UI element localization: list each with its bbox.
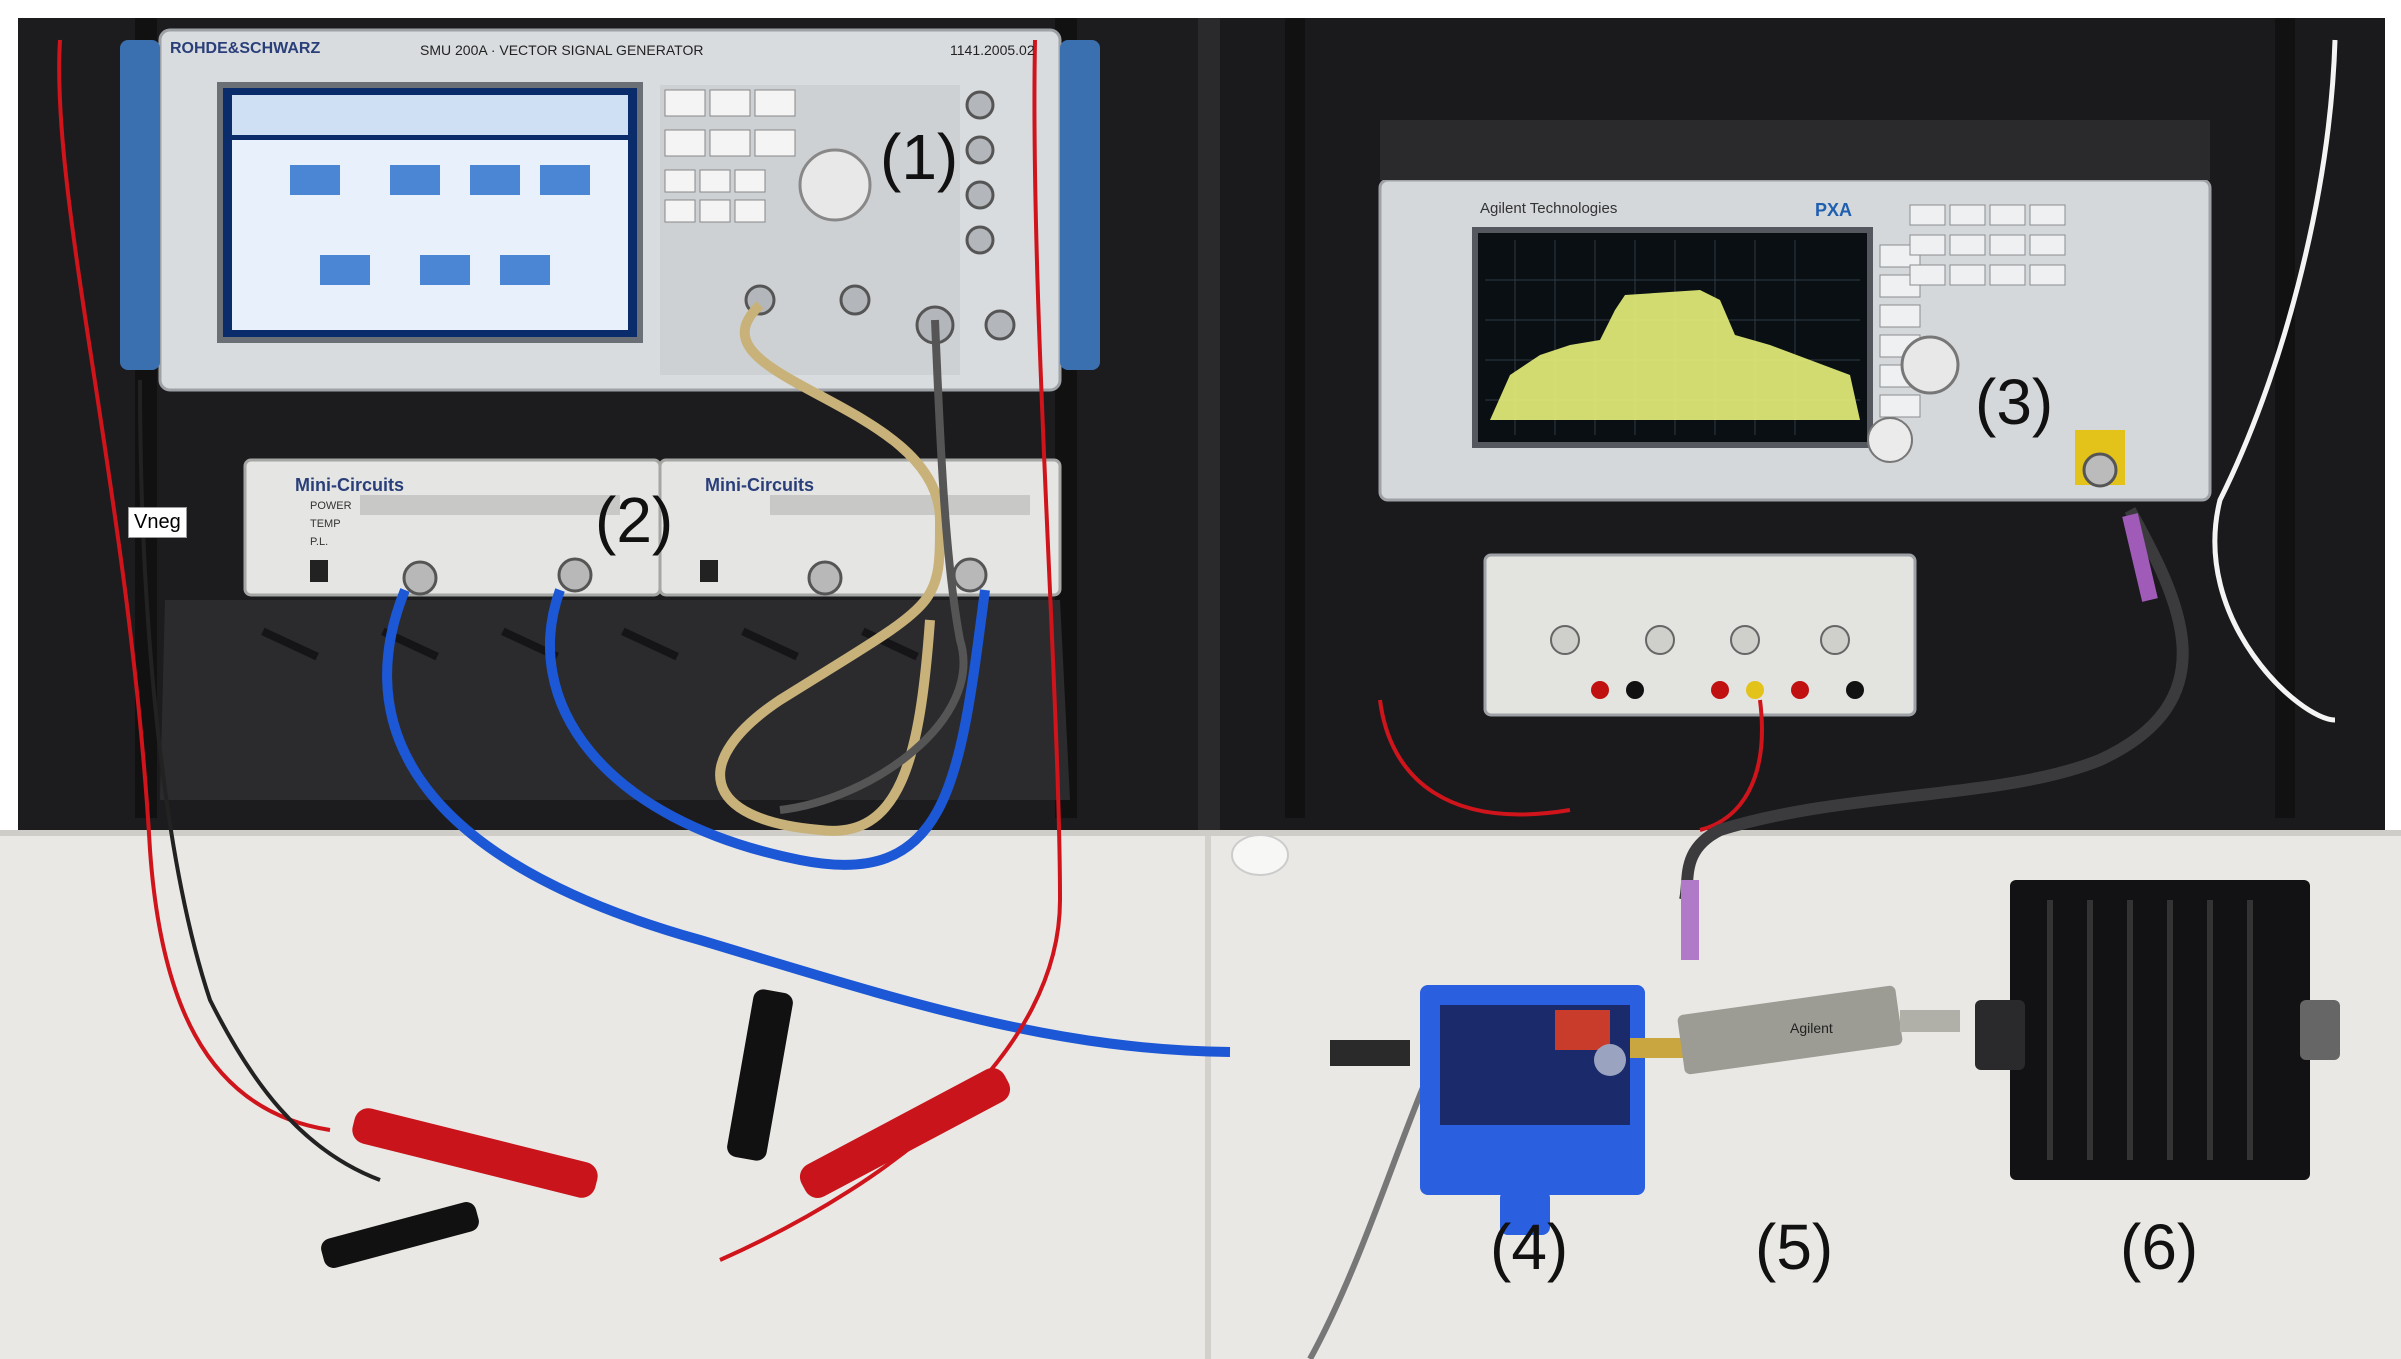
black-wire-left <box>138 379 381 1182</box>
blue-rf-cable-1 <box>382 588 1231 1057</box>
dc-power-supply <box>1483 553 1917 717</box>
amplifier-control-temp: TEMP <box>310 518 341 530</box>
label-load: (6) <box>2120 1211 2199 1283</box>
gray-cable-to-analyzer <box>1679 507 2189 902</box>
generator-model: SMU 200A · VECTOR SIGNAL GENERATOR <box>420 42 704 58</box>
label-dut-board: (4) <box>1490 1211 1569 1283</box>
amplifier-control-power: POWER <box>310 500 352 512</box>
vector-signal-generator <box>120 28 1100 392</box>
navigation-wheel-icon <box>1900 335 1960 395</box>
blue-rf-cable-2 <box>545 588 990 870</box>
tan-rf-cable <box>715 301 946 836</box>
rotary-knob-icon <box>798 148 872 222</box>
generator-serial: 1141.2005.02 <box>950 42 1035 58</box>
white-cable <box>2212 39 2338 723</box>
spectrum-trace <box>1490 290 1860 420</box>
amplifier-brand-left: Mini-Circuits <box>295 475 405 495</box>
spectrum-analyzer <box>1378 120 2212 502</box>
gray-rf-cable <box>779 319 968 814</box>
amplifier-brand-right: Mini-Circuits <box>705 475 815 495</box>
coupler-brand: Agilent <box>1790 1020 1833 1036</box>
analyzer-model: PXA <box>1815 200 1853 220</box>
red-wire-left <box>57 39 331 1132</box>
amplifier-board <box>1330 985 1690 1235</box>
black-probe-clips <box>321 989 793 1268</box>
table-surface <box>0 830 2401 1359</box>
analyzer-brand: Agilent Technologies <box>1480 200 1618 217</box>
power-supply-red-leads <box>1378 699 1764 832</box>
generator-brand: ROHDE&SCHWARZ <box>170 40 321 57</box>
label-signal-generator: (1) <box>880 121 959 193</box>
amplifier-control-pl: P.L. <box>310 536 329 548</box>
power-amplifiers <box>243 458 1062 597</box>
label-coupler: (5) <box>1755 1211 1834 1283</box>
rf-load-heatsink <box>1975 880 2340 1180</box>
vneg-cable-tag: Vneg <box>128 507 187 538</box>
label-spectrum-analyzer: (3) <box>1975 366 2054 438</box>
label-amplifiers: (2) <box>595 484 674 556</box>
red-alligator-clips <box>352 1068 1011 1198</box>
directional-coupler <box>1677 985 1960 1075</box>
